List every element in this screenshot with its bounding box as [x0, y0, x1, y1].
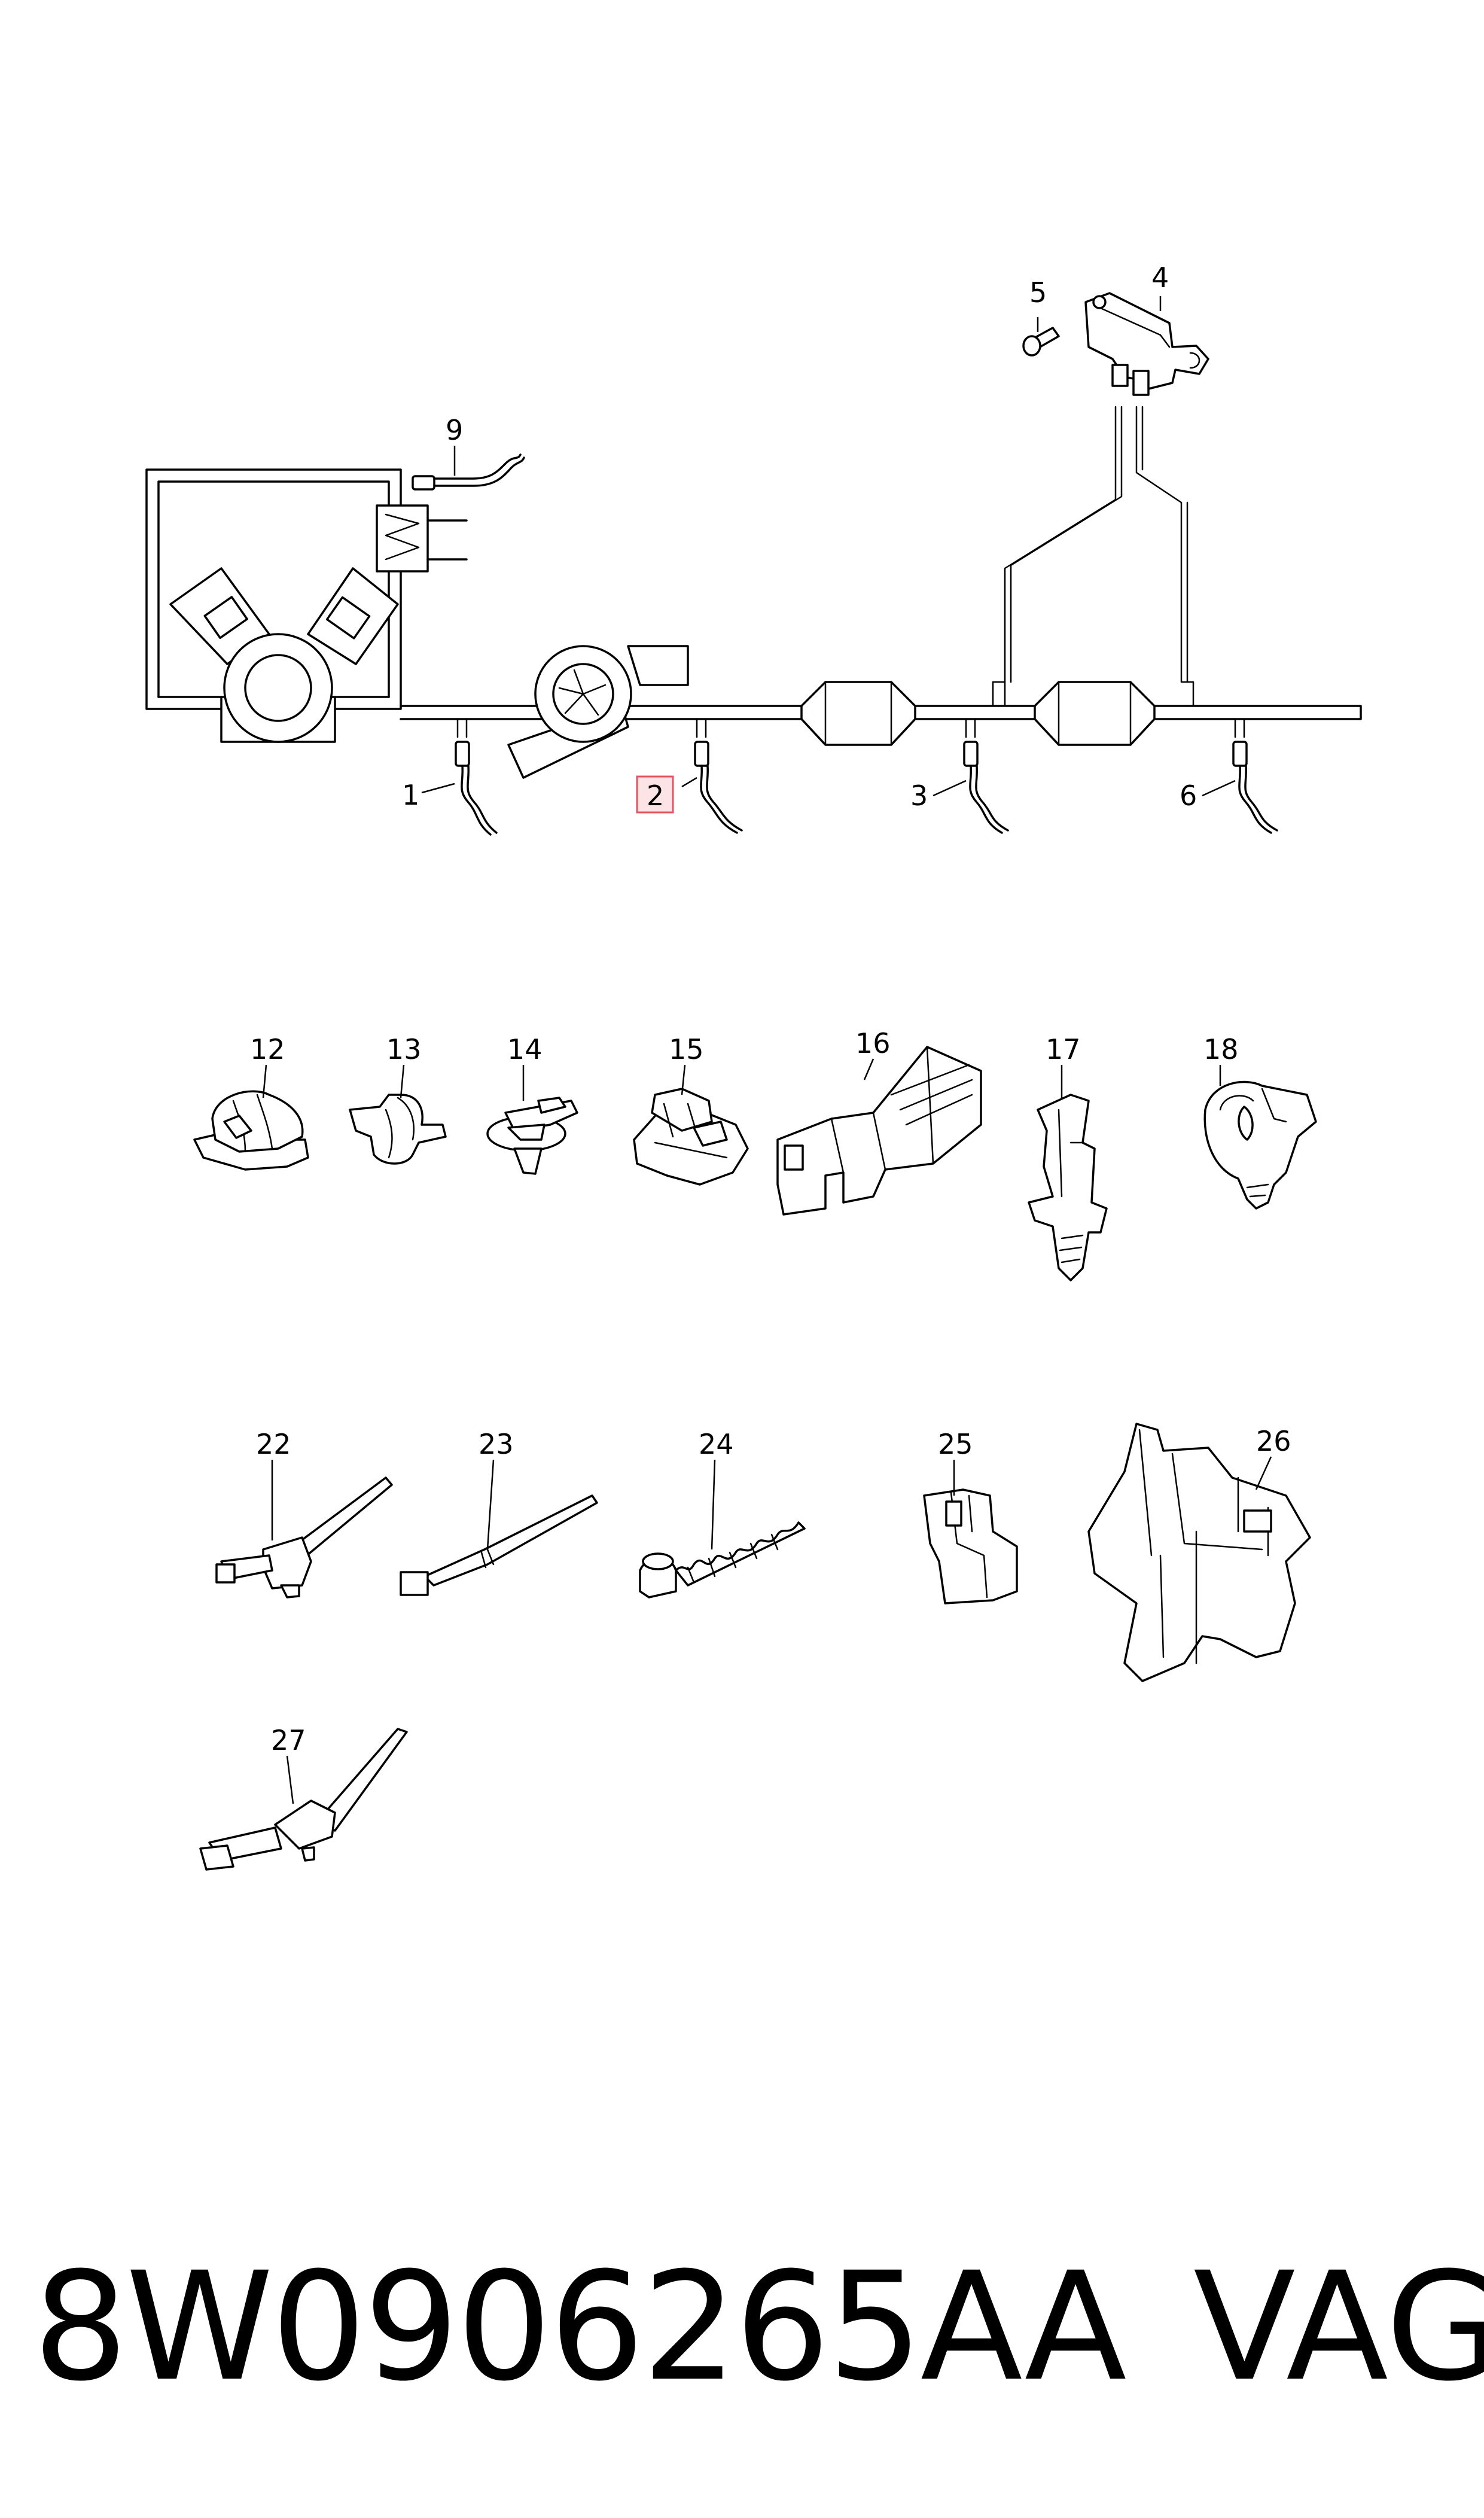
exhaust-temperature-sensor-2 [694, 741, 743, 834]
exhaust-temperature-sensor-3 [963, 741, 1009, 834]
clip-14 [486, 1097, 578, 1175]
part-number: 8W0906265AA [33, 2240, 1127, 2414]
callout-24[interactable]: 24 [699, 1428, 734, 1460]
exhaust-temperature-sensor-1 [455, 741, 498, 836]
bracket-26 [1087, 1423, 1311, 1682]
clip-15 [633, 1088, 749, 1186]
temperature-sensor-9 [412, 453, 525, 491]
callout-26[interactable]: 26 [1256, 1425, 1291, 1457]
callout-4[interactable]: 4 [1151, 261, 1169, 294]
callout-3[interactable]: 3 [910, 780, 928, 812]
callout-12[interactable]: 12 [250, 1033, 285, 1065]
engine-icon [169, 567, 399, 743]
cable-tie-23 [400, 1494, 598, 1596]
heat-exchanger-icon [376, 504, 468, 573]
clip-17 [1028, 1094, 1108, 1281]
callout-labels: 1 2 3 4 5 6 9 12 13 14 15 16 17 18 22 23… [250, 261, 1291, 1756]
highlight-box [636, 775, 674, 814]
exhaust-system-schematic [145, 406, 1362, 779]
cable-tie-22 [215, 1476, 393, 1599]
callout-9[interactable]: 9 [446, 414, 463, 446]
particulate-filter-icon [1034, 681, 1156, 746]
callout-leaders [262, 296, 1272, 1804]
brand-name: VAG [1193, 2240, 1484, 2414]
callout-18[interactable]: 18 [1203, 1033, 1239, 1065]
callout-17[interactable]: 17 [1046, 1033, 1081, 1065]
callout-16[interactable]: 16 [855, 1027, 891, 1059]
callout-5[interactable]: 5 [1029, 276, 1047, 309]
callout-15[interactable]: 15 [669, 1033, 704, 1065]
cable-tie-27 [199, 1728, 408, 1871]
clip-18 [1203, 1080, 1317, 1210]
footer-caption: 8W0906265AA VAG [33, 2240, 1484, 2414]
callout-13[interactable]: 13 [386, 1033, 422, 1065]
clip-16 [776, 1046, 982, 1216]
callout-2[interactable]: 2 [647, 780, 664, 812]
exhaust-temperature-sensor-6 [1232, 741, 1278, 834]
callout-23[interactable]: 23 [479, 1428, 514, 1460]
bolt-5 [1022, 327, 1060, 357]
catalytic-converter-icon [800, 681, 916, 746]
callout-22[interactable]: 22 [256, 1428, 291, 1460]
callout-27[interactable]: 27 [271, 1724, 306, 1756]
corrugated-clip-24 [639, 1521, 806, 1599]
callout-25[interactable]: 25 [938, 1428, 973, 1460]
bracket-25 [923, 1488, 1018, 1604]
callout-14[interactable]: 14 [507, 1033, 543, 1065]
turbocharger-icon [507, 645, 689, 779]
callout-6[interactable]: 6 [1180, 780, 1197, 812]
clip-12 [193, 1090, 309, 1171]
callout-1[interactable]: 1 [402, 779, 419, 811]
differential-pressure-sensor [1084, 292, 1209, 396]
clip-13 [349, 1094, 447, 1165]
